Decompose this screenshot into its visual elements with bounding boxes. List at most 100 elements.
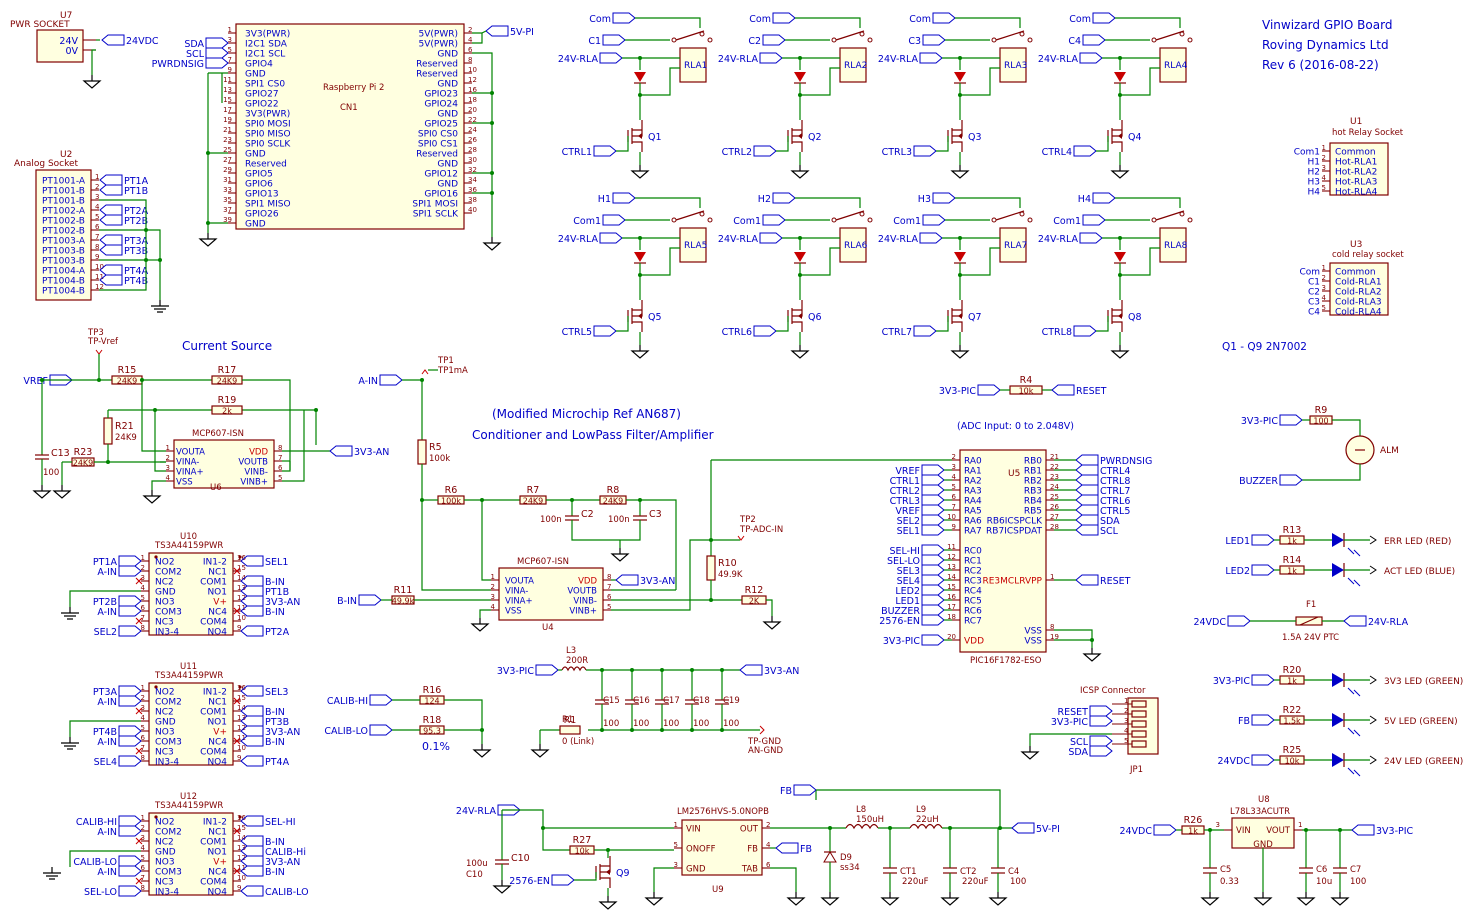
- resistor-value: 24K9: [603, 497, 624, 506]
- mux-left-pin: GND: [155, 848, 176, 858]
- wire: [479, 609, 491, 618]
- mux-net: [240, 715, 264, 727]
- mux-left-pin: NC3: [155, 878, 174, 888]
- mux-pin-num: 14: [237, 574, 246, 582]
- icsp-pin-num: 1: [1124, 697, 1128, 705]
- u4-pin: VOUTA: [505, 577, 534, 587]
- cn1-left-pin: I2C1 SDA: [245, 40, 288, 50]
- tp3-ref: TP3: [87, 328, 104, 338]
- cn1-pin-num: 37: [223, 206, 232, 214]
- cn1-pin-num: 9: [228, 66, 232, 74]
- buck-en-net: 2576-EN: [509, 876, 550, 887]
- r1-value: 0 (Link): [562, 737, 594, 747]
- tp1-ref: TP1: [437, 356, 454, 366]
- u5-pin-num: 22: [1050, 463, 1059, 471]
- mux-net: SEL-LO: [84, 887, 117, 898]
- led-net: FB: [1238, 716, 1250, 727]
- relay-com-net: [932, 12, 956, 24]
- c2-value: 100n: [540, 515, 562, 525]
- resistor-value: 2k: [222, 407, 232, 416]
- cn1-pin-num: 38: [468, 196, 477, 204]
- u6-body: [173, 439, 275, 489]
- mux-net: PT2B: [93, 597, 117, 608]
- cn1-right-pin: GPIO16: [424, 190, 458, 200]
- cn1-pin-num: 19: [223, 116, 232, 124]
- pin-line: [135, 837, 143, 845]
- relay-contact: [1027, 217, 1033, 223]
- testpoint: [737, 535, 745, 541]
- relay-gate-net: [1073, 325, 1097, 337]
- bin-net: B-IN: [337, 596, 357, 607]
- mosfet-ref: Q3: [968, 132, 982, 143]
- mux-right-pin: COM1: [200, 838, 227, 848]
- u7-pin: 24V: [59, 36, 78, 47]
- mux-pin-num: 14: [237, 834, 246, 842]
- icsp-net: [1089, 715, 1113, 727]
- relay-coil: [999, 227, 1027, 263]
- wire: [99, 199, 147, 230]
- cn1-pin-num: 39: [223, 216, 232, 224]
- wire: [640, 247, 680, 276]
- wire: [520, 809, 674, 829]
- ldo-in-net: [1153, 824, 1177, 836]
- u5-net: PWRDNSIG: [1100, 456, 1152, 467]
- ground-symbol: [1082, 648, 1102, 662]
- u6-pin-num: 6: [278, 464, 283, 472]
- u8-pin-num: 3: [1216, 821, 1220, 829]
- mux-left-pin: NO2: [155, 688, 175, 698]
- wire: [141, 380, 166, 452]
- u9-pin: TAB: [741, 865, 758, 875]
- pin1-dot: [154, 685, 158, 689]
- u2-pin-num: 5: [95, 213, 99, 221]
- mux-right-pin: COM4: [200, 748, 227, 758]
- wire: [800, 67, 840, 96]
- tp2-value: TP-ADC-IN: [739, 525, 783, 535]
- mux-pin-num: 9: [237, 884, 241, 892]
- flyback-diode: [954, 72, 966, 82]
- cn1-pin-num: 3: [228, 36, 232, 44]
- u5-pin-num: 1: [1050, 573, 1054, 581]
- relay-gate-net: CTRL5: [562, 327, 592, 338]
- diode: [823, 851, 837, 863]
- cn1-pin-num: 7: [228, 56, 232, 64]
- relay-ref: RLA2: [844, 61, 867, 71]
- buzzer-net: [1279, 474, 1303, 486]
- u5-net: SEL4: [897, 576, 920, 587]
- wire: [1054, 629, 1093, 648]
- mux-net: B-IN: [265, 867, 285, 878]
- cn1-pin-num: 24: [468, 126, 477, 134]
- resistor-value: 1.5k: [1283, 717, 1301, 726]
- socket-pin: Cold-RLA4: [1335, 308, 1382, 318]
- ground-symbol: [630, 165, 650, 179]
- u9-pin-num: 1: [674, 821, 678, 829]
- resistor-value: 2K: [749, 597, 760, 606]
- u2-net: [99, 274, 123, 286]
- wire: [635, 17, 701, 28]
- mux-left-pin: NO2: [155, 558, 175, 568]
- u5-net: [921, 604, 945, 616]
- c10-value: 100u: [466, 859, 488, 869]
- socket-pin: Cold-RLA2: [1335, 288, 1382, 298]
- u2-net: PT4B: [124, 276, 148, 287]
- tp3-value: TP-Vref: [87, 337, 119, 347]
- mux-net: 3V3-AN: [265, 727, 300, 738]
- u6-pin-num: 8: [278, 444, 282, 452]
- flyback-diode: [1114, 252, 1126, 262]
- u2-net: [99, 234, 123, 246]
- fuse-net: [1343, 615, 1367, 627]
- pin-line: [1155, 30, 1185, 41]
- mux-pin-num: 5: [141, 724, 145, 732]
- resistor-ref: R1: [564, 715, 577, 726]
- mux-pin-num: 8: [141, 754, 145, 762]
- buck-out-net: 5V-PI: [1036, 824, 1060, 835]
- wire: [402, 379, 423, 440]
- resistor-value: 10k: [575, 847, 590, 856]
- u5-pin-num: 5: [952, 483, 956, 491]
- junction-dot: [97, 378, 101, 382]
- resistor-ref: R27: [573, 835, 592, 846]
- relay-supply-net: [919, 52, 943, 64]
- pin-line: [135, 747, 143, 755]
- u2-pin-num: 2: [95, 183, 99, 191]
- u9-ref: U9: [712, 885, 724, 895]
